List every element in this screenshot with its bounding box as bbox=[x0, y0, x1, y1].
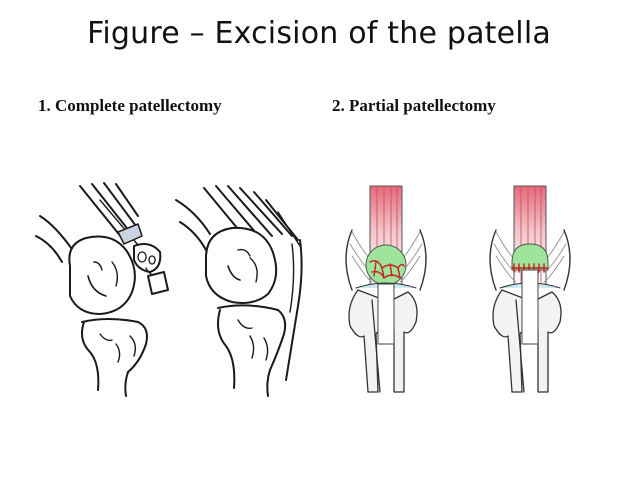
page-title: Figure – Excision of the patella bbox=[87, 16, 551, 51]
knee-after-complete-patellectomy bbox=[175, 185, 303, 397]
caption-partial-patellectomy: 2. Partial patellectomy bbox=[332, 96, 496, 115]
knee-before-partial-patellectomy bbox=[345, 185, 427, 393]
caption-complete-patellectomy: 1. Complete patellectomy bbox=[38, 96, 222, 115]
knee-after-partial-patellectomy bbox=[489, 185, 571, 393]
knee-before-complete-patellectomy bbox=[35, 182, 169, 397]
